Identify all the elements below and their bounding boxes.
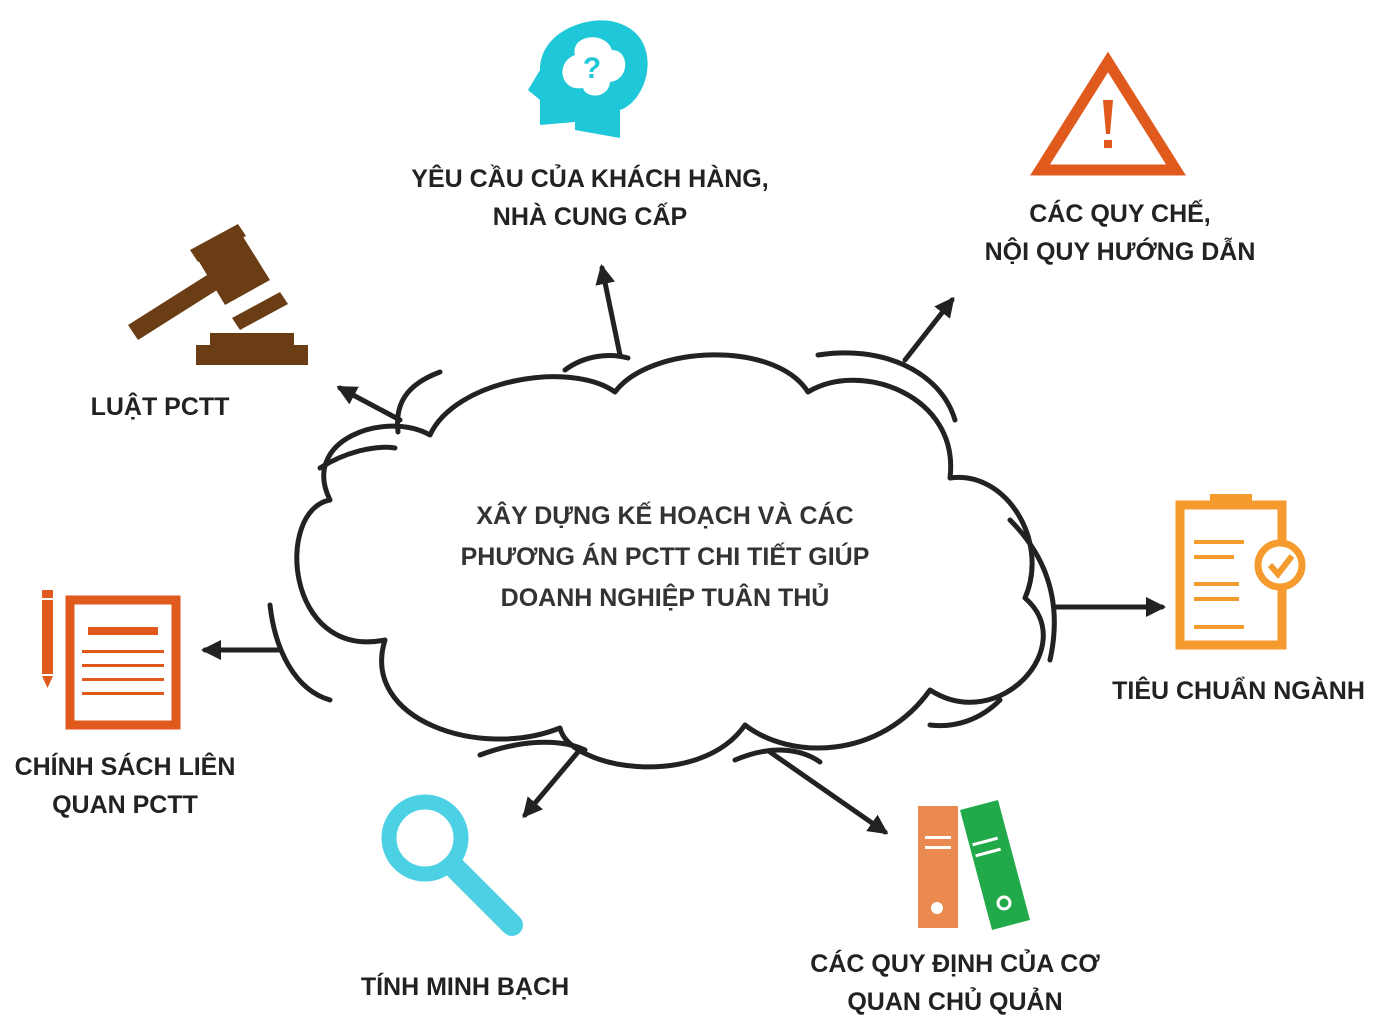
node-authority-line-1: CÁC QUY ĐỊNH CỦA CƠ — [810, 950, 1100, 978]
central-label: XÂY DỰNG KẾ HOẠCH VÀ CÁC PHƯƠNG ÁN PCTT … — [430, 496, 900, 619]
node-standards-label: TIÊU CHUẨN NGÀNH — [1095, 672, 1382, 710]
warning-triangle-icon — [1030, 51, 1186, 176]
binders-icon — [918, 800, 1030, 930]
node-policy-line-2: QUAN PCTT — [52, 791, 198, 819]
node-customer-line-2: NHÀ CUNG CẤP — [492, 203, 688, 231]
gavel-icon — [128, 224, 308, 365]
document-pencil-icon — [42, 590, 181, 730]
node-policy-line-1: CHÍNH SÁCH LIÊN — [14, 753, 236, 781]
node-customer-line-1: YÊU CẦU CỦA KHÁCH HÀNG, — [411, 165, 769, 193]
svg-text:?: ? — [583, 52, 601, 85]
node-regulations-line-2: NỘI QUY HƯỚNG DẪN — [984, 238, 1256, 266]
node-standards-line-1: TIÊU CHUẨN NGÀNH — [1112, 677, 1365, 705]
node-authority-label: CÁC QUY ĐỊNH CỦA CƠ QUAN CHỦ QUẢN — [790, 945, 1120, 1018]
central-label-line-3: DOANH NGHIỆP TUÂN THỦ — [500, 584, 830, 612]
node-authority-line-2: QUAN CHỦ QUẢN — [847, 988, 1063, 1016]
node-regulations-label: CÁC QUY CHẾ, NỘI QUY HƯỚNG DẪN — [950, 195, 1290, 271]
head-question-icon: ? — [528, 20, 648, 139]
cloud-outer-arcs — [267, 350, 1057, 765]
node-transparency-label: TÍNH MINH BẠCH — [330, 968, 600, 1006]
node-regulations-line-1: CÁC QUY CHẾ, — [1029, 200, 1211, 228]
node-law-label: LUẬT PCTT — [70, 388, 250, 426]
central-cloud — [294, 352, 1046, 770]
node-customer-label: YÊU CẦU CỦA KHÁCH HÀNG, NHÀ CUNG CẤP — [380, 160, 800, 236]
central-label-line-2: PHƯƠNG ÁN PCTT CHI TIẾT GIÚP — [460, 543, 870, 571]
node-transparency-line-1: TÍNH MINH BẠCH — [360, 973, 570, 1001]
central-label-line-1: XÂY DỰNG KẾ HOẠCH VÀ CÁC — [476, 502, 854, 530]
node-policy-label: CHÍNH SÁCH LIÊN QUAN PCTT — [0, 748, 250, 824]
node-law-line-1: LUẬT PCTT — [90, 393, 230, 421]
clipboard-check-icon — [1175, 494, 1306, 650]
connector-arrows — [201, 264, 1166, 835]
magnifier-icon — [381, 794, 523, 936]
